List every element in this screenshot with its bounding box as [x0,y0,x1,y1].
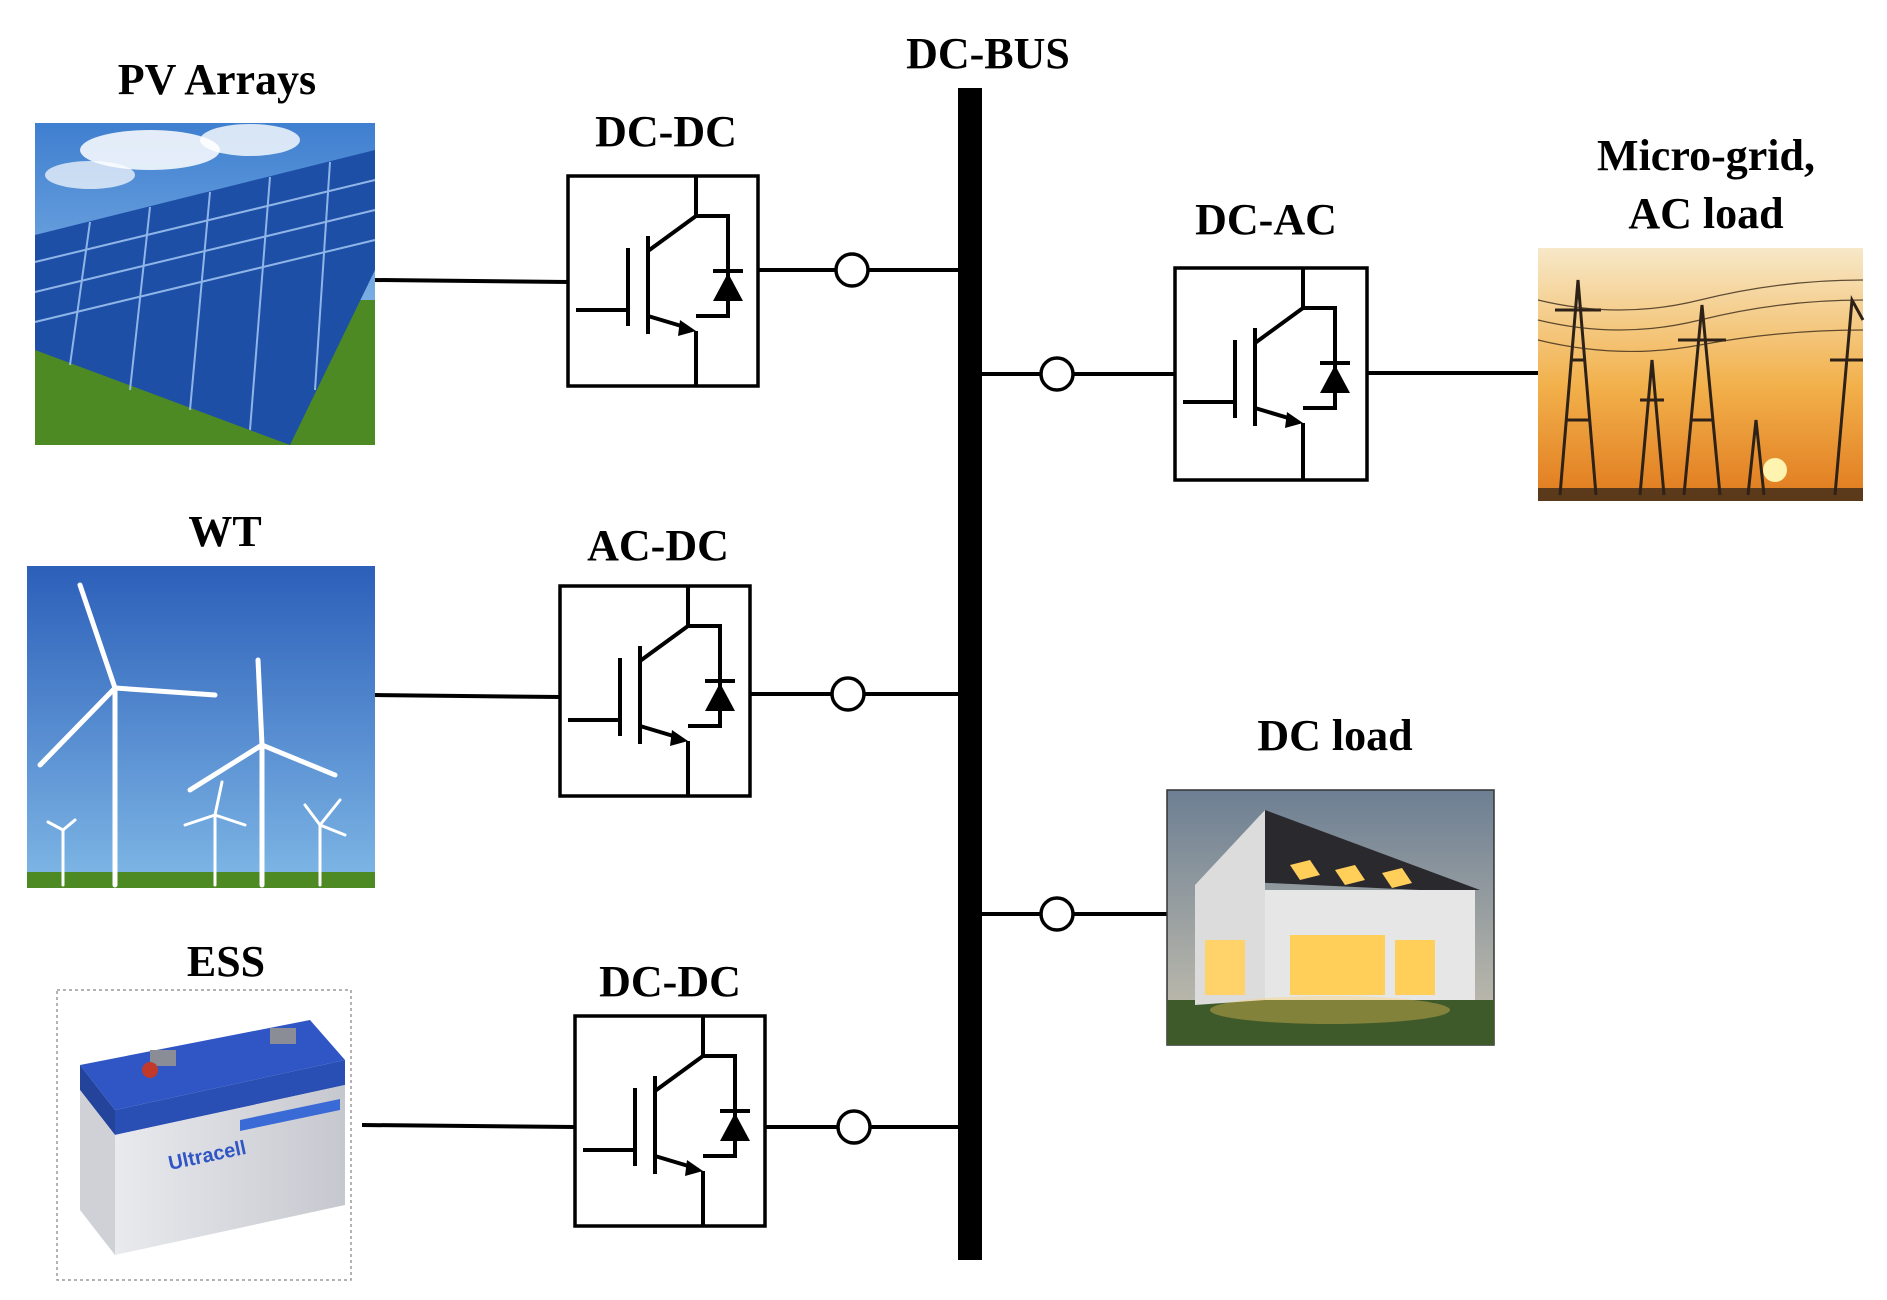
dc-load-label: DC load [1257,711,1412,760]
ess-label: ESS [187,937,265,986]
ess-dcdc-converter [573,1014,767,1228]
grid-converter-label: DC-AC [1195,195,1337,244]
pv-dcdc-converter [566,174,760,388]
ess-node [836,1109,872,1145]
dc-bus-label: DC-BUS [906,29,1070,78]
wt-converter-label: AC-DC [587,521,729,570]
grid-dcac-converter [1173,266,1369,482]
grid-label-line2: AC load [1628,189,1783,238]
ess-wire [361,1123,576,1129]
pv-node [834,252,870,288]
pv-arrays-label: PV Arrays [118,55,316,104]
wt-label: WT [188,507,261,556]
dc-bus-bar [958,88,982,1260]
wt-acdc-converter [558,584,752,798]
ess-converter-label: DC-DC [599,957,741,1006]
dcload-node [1039,896,1075,932]
grid-node [1039,356,1075,392]
pv-wire [374,278,569,284]
wt-wire [374,693,561,699]
wind-turbine-icon [27,566,375,888]
grid-label-line1: Micro-grid, [1597,131,1815,180]
pv-converter-label: DC-DC [595,107,737,156]
power-tower-icon [1537,248,1865,501]
battery-icon: Ultracell [56,989,352,1281]
wt-node [830,676,866,712]
solar-panel-icon [34,123,376,445]
house-icon [1166,789,1495,1046]
